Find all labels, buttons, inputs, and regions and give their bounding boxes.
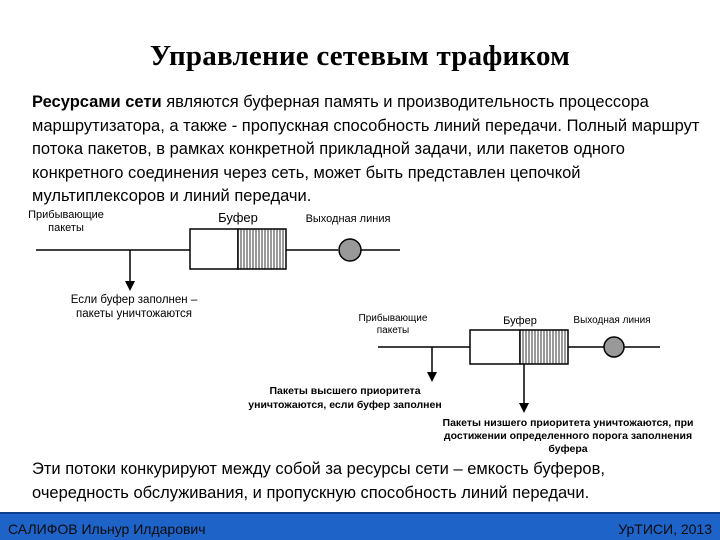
d1-drop-label-2: пакеты уничтожаются (76, 308, 192, 320)
d2-low-label-1: Пакеты низшего приоритета уничтожаются, … (443, 417, 694, 429)
intro-paragraph: Ресурсами сети являются буферная память … (32, 91, 702, 209)
intro-text: являются буферная память и производитель… (32, 93, 700, 205)
d1-drop-label-1: Если буфер заполнен – (71, 294, 198, 306)
d2-incoming-label-2: пакеты (377, 325, 409, 336)
d2-buffer-empty (469, 329, 521, 365)
d1-output-label: Выходная линия (306, 213, 391, 225)
footer-bar: САЛИФОВ Ильнур Илдарович УрТИСИ, 2013 (0, 512, 720, 540)
d2-incoming-label-1: Прибывающие (359, 312, 428, 324)
intro-lead: Ресурсами сети (32, 93, 162, 111)
diagram-priority-buffer: Прибывающие пакеты Буфер Выходная линия … (248, 312, 693, 455)
d1-buffer-label: Буфер (218, 210, 258, 225)
d2-output-port-icon (603, 336, 625, 358)
footer-organization: УрТИСИ, 2013 (618, 521, 712, 537)
d1-incoming-label-2: пакеты (48, 222, 84, 234)
d1-incoming-label-1: Прибывающие (28, 209, 104, 221)
conclusion-paragraph: Эти потоки конкурируют между собой за ре… (32, 460, 605, 502)
d1-output-port-icon (338, 238, 362, 262)
d2-low-label-3: буфера (548, 443, 587, 455)
d2-low-drop-arrowhead-icon (519, 403, 529, 413)
d2-buffer-filled (519, 329, 569, 365)
footer-author: САЛИФОВ Ильнур Илдарович (8, 521, 206, 537)
d2-buffer-label: Буфер (503, 315, 537, 327)
d1-buffer-filled (237, 228, 287, 270)
d2-output-label: Выходная линия (573, 315, 650, 326)
d2-high-label-2: уничтожаются, если буфер заполнен (248, 399, 441, 411)
d2-low-label-2: достижении определенного порога заполнен… (444, 430, 692, 442)
d1-buffer-empty (189, 228, 239, 270)
d1-drop-arrowhead-icon (125, 281, 135, 291)
d2-high-drop-arrowhead-icon (427, 372, 437, 382)
slide-title: Управление сетевым трафиком (149, 40, 571, 72)
d2-high-label-1: Пакеты высшего приоритета (269, 385, 420, 397)
diagram-simple-buffer: Прибывающие пакеты Буфер Выходная линия … (28, 209, 400, 320)
